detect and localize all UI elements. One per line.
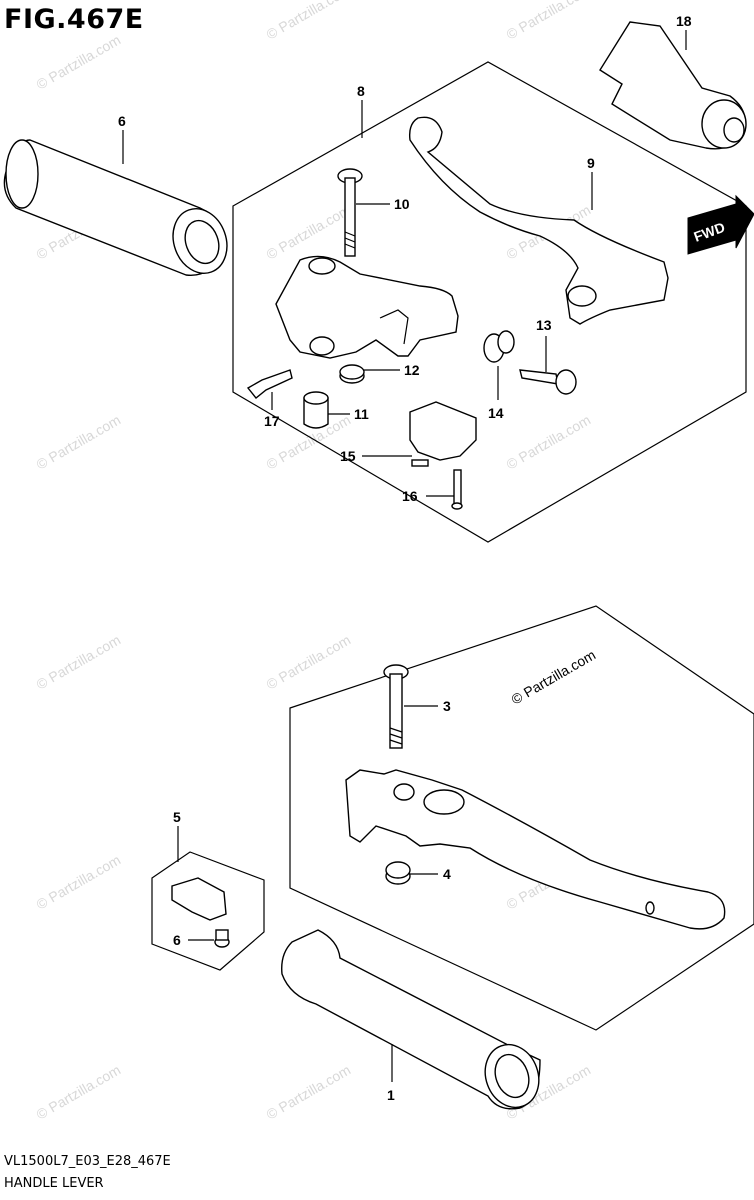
lever-bracket-housing xyxy=(275,255,459,359)
callout-9: 9 xyxy=(587,155,595,171)
figure-name: HANDLE LEVER xyxy=(4,1176,104,1191)
watermark: © Partzilla.com xyxy=(34,32,124,93)
watermark: © Partzilla.com xyxy=(264,1062,354,1123)
watermark-dark: © Partzilla.com xyxy=(509,647,599,708)
part-7-grip xyxy=(3,139,228,276)
callout-18: 18 xyxy=(676,13,692,29)
part-13-screw xyxy=(519,369,577,395)
callout-14: 14 xyxy=(488,405,504,421)
lower-assembly-boundary xyxy=(289,605,754,1031)
watermark: © Partzilla.com xyxy=(264,632,354,693)
callout-17: 17 xyxy=(264,413,280,429)
part-6-screw xyxy=(214,929,230,948)
brake-lever-bracket xyxy=(345,769,726,930)
callout-10: 10 xyxy=(394,196,410,212)
callout-11: 11 xyxy=(354,406,369,422)
fwd-arrow-icon: FWD xyxy=(687,194,754,255)
callout-3: 3 xyxy=(443,698,451,714)
watermark: © Partzilla.com xyxy=(34,412,124,473)
callout-15: 15 xyxy=(340,448,356,464)
part-1-throttle-grip xyxy=(281,929,541,1110)
figure-title: FIG.467E xyxy=(4,4,144,35)
callout-5: 5 xyxy=(173,809,181,825)
watermark: © Partzilla.com xyxy=(264,202,354,263)
part-10-bolt xyxy=(337,168,363,257)
callout-7: 6 xyxy=(118,113,126,129)
part-17-screw xyxy=(246,369,293,399)
watermark: © Partzilla.com xyxy=(504,0,594,43)
part-14-adjuster xyxy=(483,330,515,363)
part-3-bolt xyxy=(383,664,409,749)
part-9-lever xyxy=(408,116,669,325)
part-16-screw xyxy=(451,469,463,510)
callout-6-text: 6 xyxy=(173,932,181,948)
callout-16: 16 xyxy=(402,488,418,504)
part-5-boundary xyxy=(151,851,265,971)
callout-1: 1 xyxy=(387,1087,395,1103)
watermark: © Partzilla.com xyxy=(34,1062,124,1123)
callout-13: 13 xyxy=(536,317,552,333)
watermark: © Partzilla.com xyxy=(264,0,354,43)
watermark: © Partzilla.com xyxy=(504,412,594,473)
part-11-bushing xyxy=(303,391,329,429)
figure-code: VL1500L7_E03_E28_467E xyxy=(4,1154,171,1169)
part-4-nut xyxy=(385,861,411,885)
watermark: © Partzilla.com xyxy=(34,632,124,693)
part-5-switch xyxy=(171,877,227,921)
part-15-switch xyxy=(409,401,477,467)
callout-12: 12 xyxy=(404,362,420,378)
callout-8: 8 xyxy=(357,83,365,99)
part-12-nut xyxy=(339,364,365,384)
part-18-mirror-bracket xyxy=(599,21,747,150)
assembly-8-boundary xyxy=(232,61,747,543)
callout-4: 4 xyxy=(443,866,451,882)
watermark: © Partzilla.com xyxy=(34,852,124,913)
